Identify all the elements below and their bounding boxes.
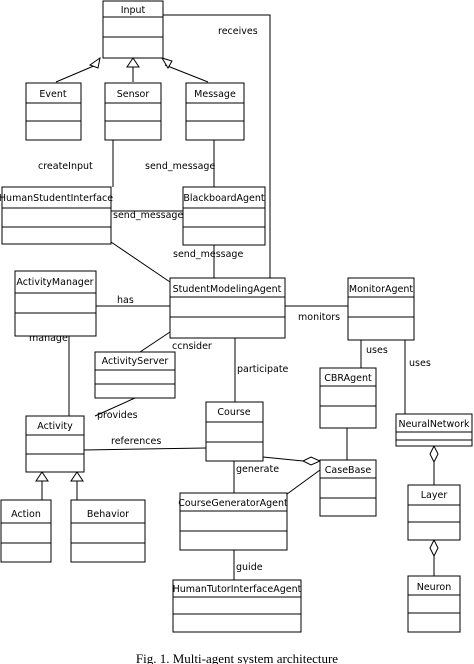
- label-provides: provides: [97, 410, 138, 421]
- label-send-message-3: send_message: [173, 249, 243, 260]
- class-monitor-agent: MonitorAgent: [347, 277, 415, 341]
- gen-arrowhead-action: [35, 471, 49, 482]
- class-name: Course: [217, 407, 250, 418]
- class-name: Layer: [421, 490, 448, 501]
- label-send-message-2: send_message: [113, 210, 183, 221]
- class-name: Message: [194, 89, 236, 100]
- label-guide: guide: [236, 562, 263, 573]
- connectors: [41, 14, 435, 580]
- class-name: Event: [39, 89, 66, 100]
- class-course: Course: [205, 401, 264, 462]
- label-uses-2: uses: [409, 358, 431, 369]
- class-name: Behavior: [87, 509, 129, 520]
- class-name: BlackboardAgent: [183, 193, 265, 204]
- generalization-event-input: [55, 64, 97, 83]
- class-behavior: Behavior: [70, 499, 146, 563]
- label-references: references: [111, 436, 161, 447]
- class-input: Input: [102, 0, 164, 59]
- aggregation-diamond-casebase: [301, 456, 322, 466]
- class-activity-manager: ActivityManager: [14, 270, 97, 337]
- class-name: CourseGeneratorAgent: [178, 498, 288, 509]
- class-layer: Layer: [407, 484, 461, 541]
- label-monitors: monitors: [298, 312, 340, 323]
- class-name: CBRAgent: [324, 373, 372, 384]
- generate-casebase-line: [282, 469, 321, 498]
- class-human-student-interface: HumanStudentInterface: [0, 186, 113, 245]
- class-name: Activity: [37, 421, 73, 432]
- class-name: Input: [121, 5, 146, 16]
- class-activity: Activity: [25, 415, 85, 473]
- class-event: Event: [25, 82, 82, 141]
- class-name: CaseBase: [325, 465, 372, 476]
- class-name: HumanTutorInterfaceAgent: [173, 584, 302, 595]
- class-name: ActivityServer: [102, 356, 169, 367]
- provides-line: [94, 397, 136, 417]
- gen-arrowhead-2: [126, 57, 140, 68]
- course-casebase-line: [262, 456, 304, 462]
- label-receives: receives: [218, 26, 258, 37]
- label-consider: ccnsider: [172, 341, 212, 352]
- class-student-modeling-agent: StudentModelingAgent: [169, 277, 286, 339]
- class-name: Sensor: [117, 89, 150, 100]
- class-neural-network: NeuralNetwork: [395, 413, 473, 447]
- class-neuron: Neuron: [407, 575, 461, 633]
- references-line: [83, 447, 207, 451]
- label-send-message-1: send_message: [145, 161, 215, 172]
- label-has: has: [117, 295, 134, 306]
- class-human-tutor-interface-agent: HumanTutorInterfaceAgent: [172, 579, 302, 633]
- aggregation-diamond-network: [429, 444, 439, 464]
- hsi-sma-line: [110, 241, 171, 283]
- gen-arrowhead-behavior: [70, 471, 84, 482]
- label-uses-1: uses: [366, 345, 388, 356]
- class-cbr-agent: CBRAgent: [319, 367, 377, 429]
- receives-line: [163, 14, 271, 278]
- class-action: Action: [0, 499, 52, 563]
- consider-line: [139, 331, 171, 353]
- class-activity-server: ActivityServer: [94, 351, 176, 399]
- class-message: Message: [185, 82, 245, 141]
- relation-labels: receives createInput send_message send_m…: [29, 26, 431, 573]
- class-name: MonitorAgent: [349, 284, 414, 295]
- label-generate: generate: [236, 464, 279, 475]
- aggregation-diamond-layer: [429, 538, 439, 558]
- class-name: StudentModelingAgent: [173, 284, 282, 295]
- gen-arrowhead-1: [88, 56, 101, 69]
- label-participate: participate: [237, 364, 289, 375]
- class-name: NeuralNetwork: [398, 419, 470, 430]
- class-blackboard-agent: BlackboardAgent: [182, 186, 266, 246]
- class-sensor: Sensor: [104, 82, 162, 141]
- generalization-message-input: [164, 64, 209, 83]
- class-course-generator-agent: CourseGeneratorAgent: [178, 492, 288, 551]
- gen-arrowhead-3: [160, 57, 173, 69]
- label-manage: manage: [29, 333, 68, 344]
- class-name: Action: [11, 509, 41, 520]
- class-name: HumanStudentInterface: [0, 193, 113, 204]
- label-create-input: createInput: [38, 161, 93, 172]
- figure-caption: Fig. 1. Multi-agent system architecture: [136, 651, 338, 664]
- class-name: ActivityManager: [16, 277, 93, 288]
- class-case-base: CaseBase: [319, 459, 377, 517]
- class-name: Neuron: [417, 582, 452, 593]
